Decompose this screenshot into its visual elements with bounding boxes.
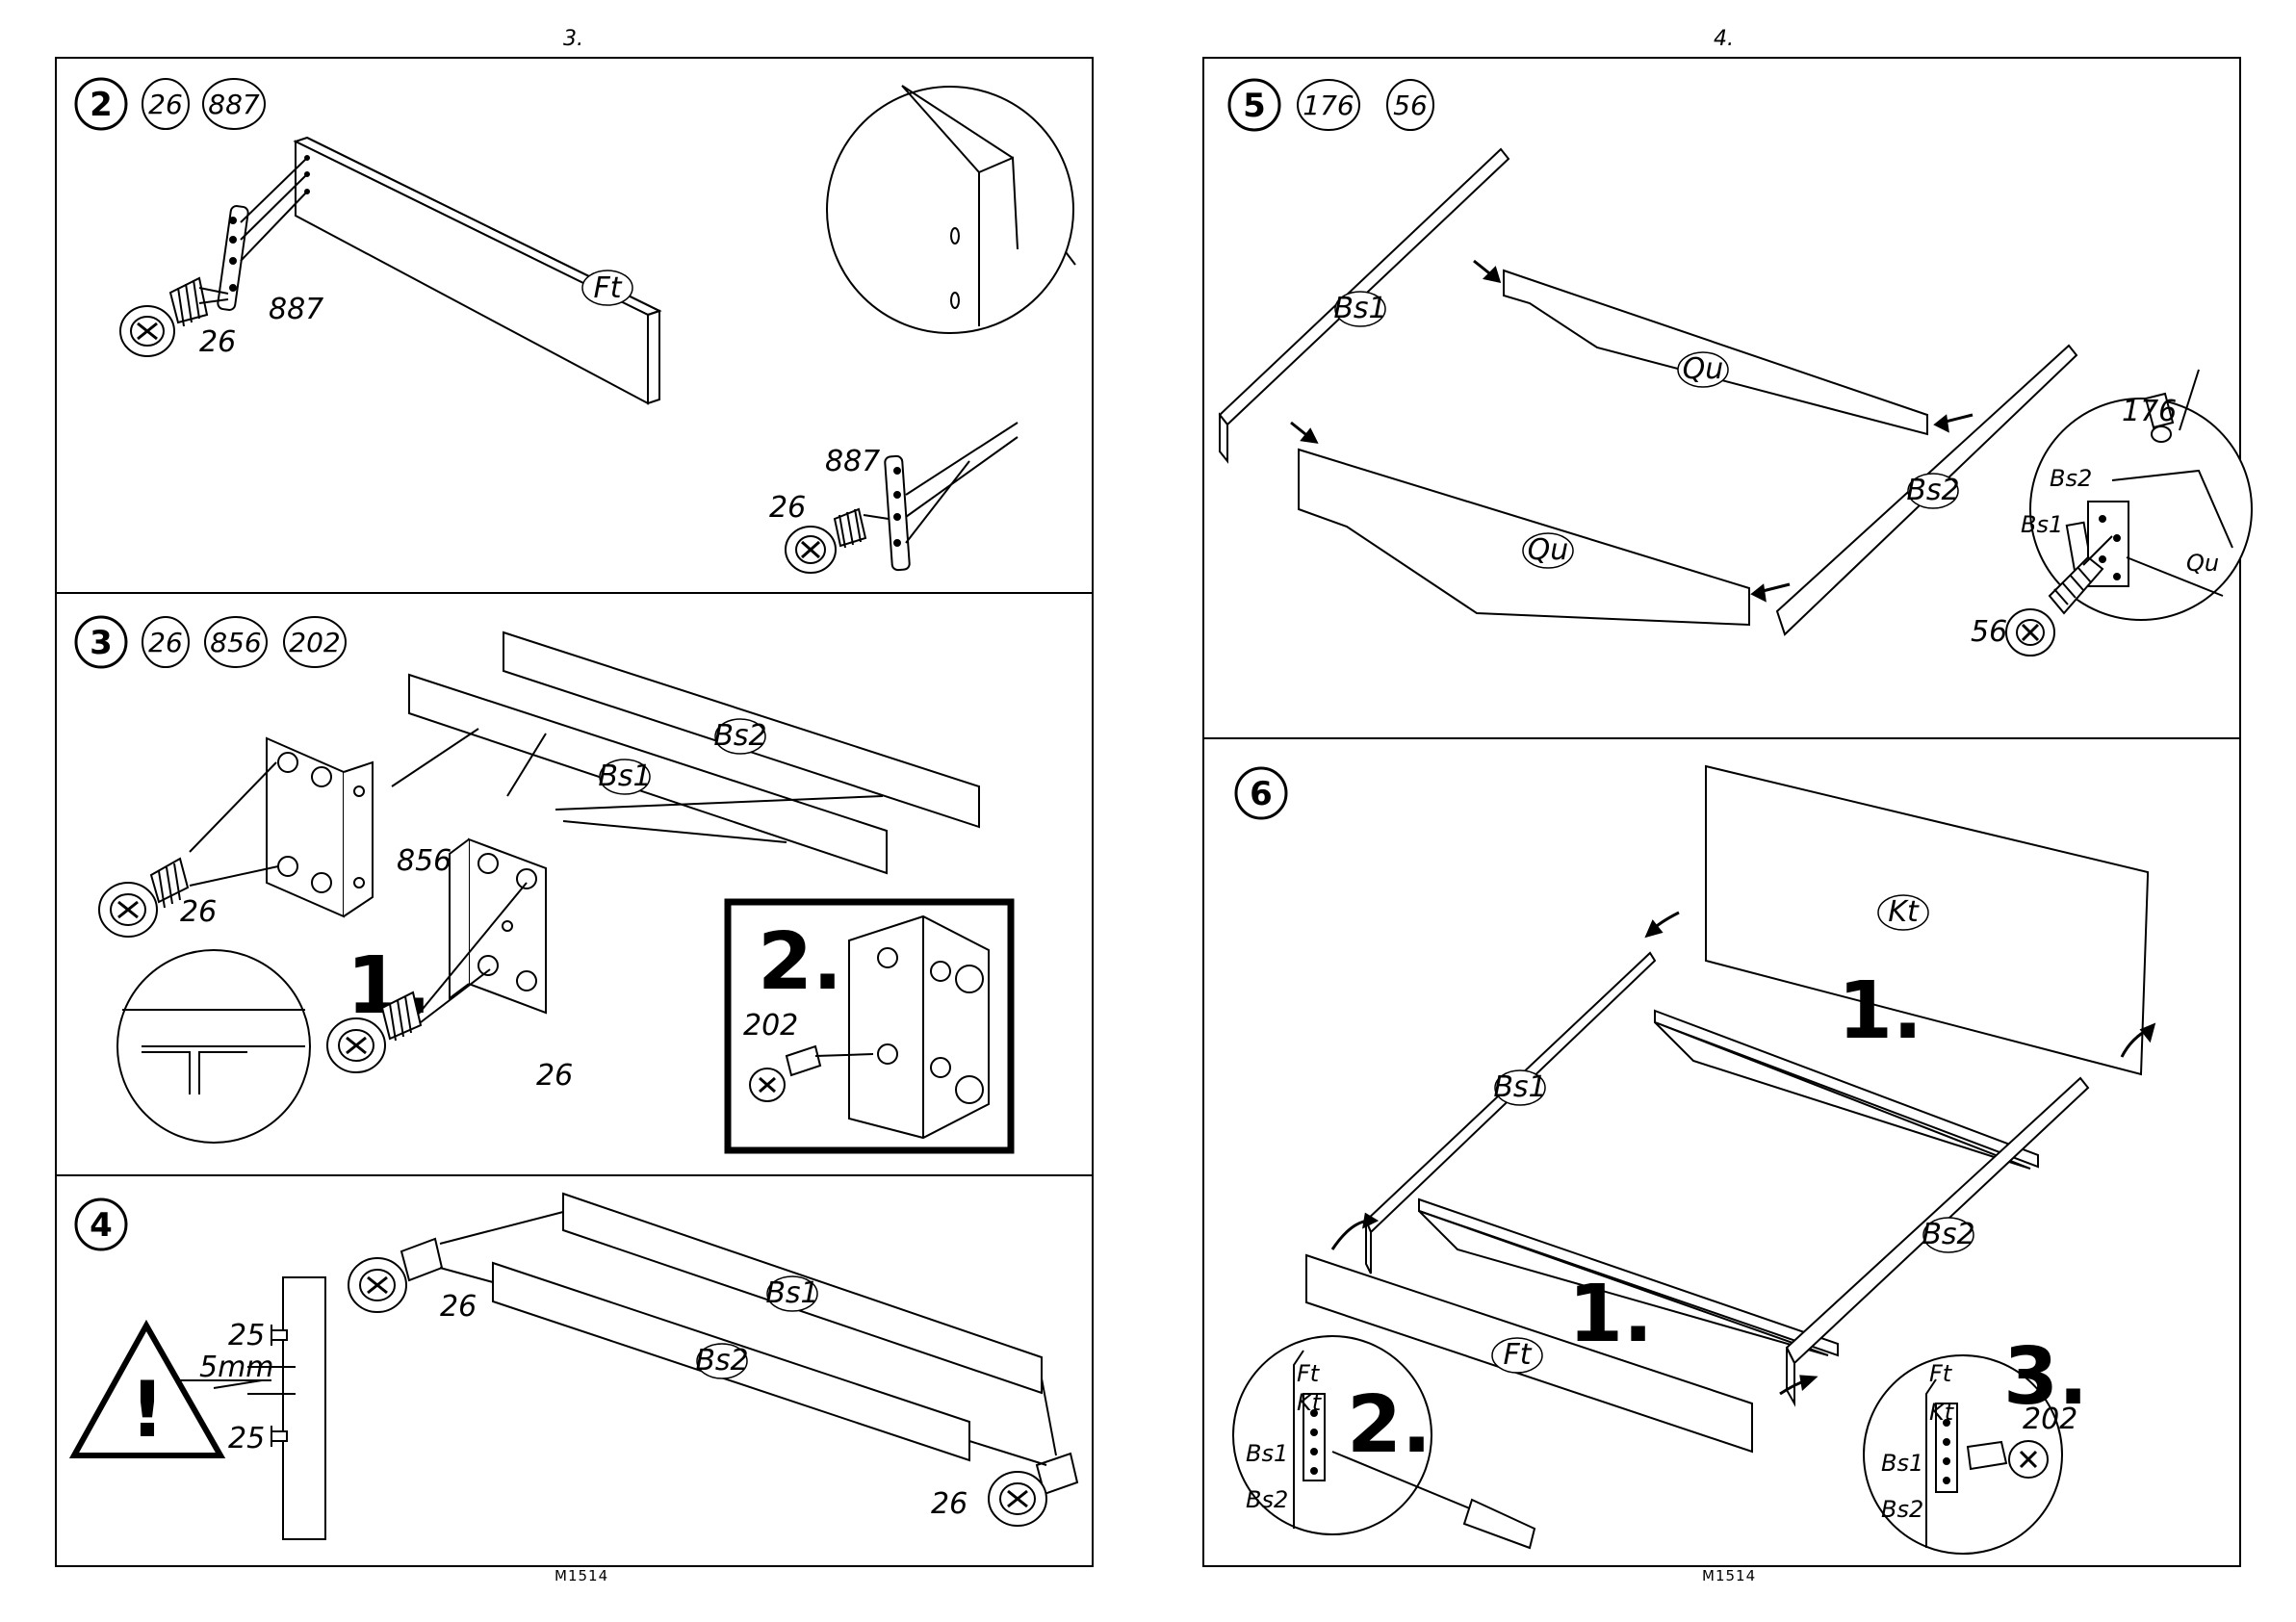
page-number-right: 4. [1714,27,1734,51]
part-ref-202: 202 [289,627,340,658]
callout-202: 202 [743,1009,798,1043]
callout-887-left: 887 [269,293,323,326]
step-4-badge: 4 [76,1199,126,1249]
callout-ft: Ft [593,271,622,305]
part-ref-26: 26 [148,627,183,658]
callout-202: 202 [2023,1403,2077,1436]
detail2-label-bs2: Bs2 [1246,1486,1288,1513]
callout-887-right: 887 [825,445,880,478]
callout-26-left: 26 [199,325,236,359]
step-3-parts-list: 26 856 202 [142,617,346,667]
step-2-parts-list: 26 887 [142,79,265,129]
part-ref-56: 56 [1393,90,1428,121]
callout-56: 56 [1971,615,2007,649]
step-5-panel: 5 176 56 Bs1 Qu Qu Bs2 [1202,57,2241,737]
callout-25-bottom: 25 [228,1422,265,1455]
panel-edge [283,1277,325,1539]
detail2-label-ft: Ft [1297,1360,1321,1387]
step-3-badge: 3 [76,617,126,667]
detail3-label-kt: Kt [1929,1399,1955,1426]
callout-bs1: Bs1 [598,760,651,793]
warning-triangle: ! [74,1326,220,1455]
page-number-left: 3. [563,27,583,51]
step-5-parts-list: 176 56 [1298,80,1433,130]
part-ref-887: 887 [208,89,260,120]
detail-label-bs2: Bs2 [2050,465,2092,492]
bracket-2 [450,839,546,1013]
order-label-2: 2. [1347,1379,1432,1471]
callout-26-screw-3b: 26 [536,1059,573,1093]
footer-code-left: M1514 [555,1567,608,1584]
detail-label-bs1: Bs1 [2021,511,2063,538]
step-3-number: 3 [90,624,113,662]
callout-ft: Ft [1503,1338,1532,1372]
footer-code-right: M1514 [1702,1567,1756,1584]
callout-bs2: Bs2 [713,719,766,753]
callout-kt: Kt [1888,895,1920,929]
bracket-right [885,423,1018,570]
part-ref-856: 856 [210,627,261,658]
callout-25-top: 25 [228,1319,265,1352]
bracket-left [218,158,307,311]
callout-bs2: Bs2 [1922,1218,1974,1251]
callout-bs2: Bs2 [1906,474,1959,507]
warning-symbol: ! [130,1365,165,1455]
step-2-number: 2 [90,86,113,124]
bracket-1 [267,738,373,916]
step-6-panel: 6 Kt Bs1 Bs2 Ft 1. 1. 2. Ft Kt Bs1 [1202,739,2241,1567]
part-ref-26: 26 [148,89,183,120]
part-ref-176: 176 [1303,90,1354,121]
step-6-badge: 6 [1236,768,1286,818]
detail-label-qu: Qu [2186,550,2219,577]
side-panels-bs [409,632,979,873]
callout-856: 856 [397,844,451,878]
step-5-number: 5 [1243,87,1266,125]
detail3-label-bs1: Bs1 [1881,1450,1923,1477]
step-3-panel: 3 26 856 202 Bs2 Bs1 26 1. [55,594,1094,1174]
headboard-kt [1706,766,2148,1074]
callout-26-right: 26 [769,491,806,525]
t-joint-detail [117,950,310,1143]
order-label-1-foot: 1. [1568,1269,1653,1360]
screw-4b [969,1378,1077,1526]
cross-panel-bottom [1299,450,1749,625]
side-panels-step4 [493,1194,1042,1460]
step-2-badge: 2 [76,79,126,129]
detail3-label-ft: Ft [1929,1360,1953,1387]
step-6-number: 6 [1250,775,1273,813]
magnifier-detail [827,86,1075,333]
order-label-1-head: 1. [1838,965,1922,1057]
step-5-badge: 5 [1229,80,1279,130]
step-4-panel: 4 ! 25 25 5mm Bs1 Bs2 26 [55,1176,1094,1567]
callout-bs2: Bs2 [695,1344,748,1377]
callout-bs1: Bs1 [765,1276,818,1310]
detail2-label-kt: Kt [1297,1389,1323,1416]
detail3-label-bs2: Bs2 [1881,1496,1923,1523]
callout-bs1: Bs1 [1333,292,1386,325]
callout-176: 176 [2122,395,2177,428]
callout-26-screw-4a: 26 [440,1290,477,1324]
callout-26-screw-3a: 26 [180,895,217,929]
step-2-panel: 2 26 887 Ft [55,57,1094,592]
detail2-label-bs1: Bs1 [1246,1440,1288,1467]
callout-26-screw-4b: 26 [931,1487,967,1521]
callout-5mm: 5mm [199,1351,274,1384]
order-label-2: 2. [758,916,842,1008]
callout-bs1: Bs1 [1493,1070,1546,1104]
callout-qu-top: Qu [1683,352,1724,386]
step-4-number: 4 [90,1206,113,1245]
callout-qu-bottom: Qu [1528,533,1569,567]
